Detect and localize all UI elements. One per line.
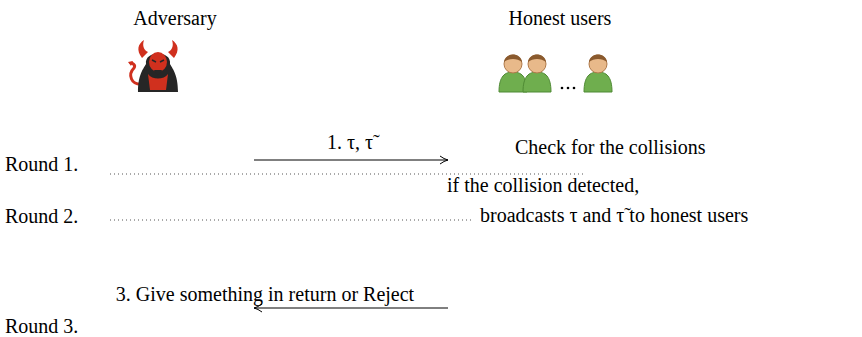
devil-icon bbox=[128, 40, 178, 92]
message-label: 1. τ, τ̃ bbox=[327, 130, 373, 154]
actor-name: Adversary bbox=[96, 6, 254, 30]
round-label: Round 3. bbox=[5, 314, 78, 337]
actor-column: Adversary bbox=[96, 6, 254, 318]
round-separator bbox=[110, 220, 472, 221]
step-note: Check for the collisions bbox=[515, 135, 706, 159]
round-label: Round 2. bbox=[5, 204, 78, 228]
message-label: 3. Give something in return or Reject bbox=[116, 282, 414, 306]
actor-name: Honest users bbox=[448, 6, 672, 30]
step-note: broadcasts τ and τ̃ to honest users bbox=[480, 203, 748, 227]
message-arrow bbox=[254, 160, 448, 161]
actor-column: Honest users bbox=[448, 6, 672, 318]
step-note: if the collision detected, bbox=[447, 173, 639, 197]
users-icon bbox=[499, 55, 612, 93]
round-label: Round 1. bbox=[5, 152, 78, 176]
message-arrow bbox=[254, 308, 448, 309]
